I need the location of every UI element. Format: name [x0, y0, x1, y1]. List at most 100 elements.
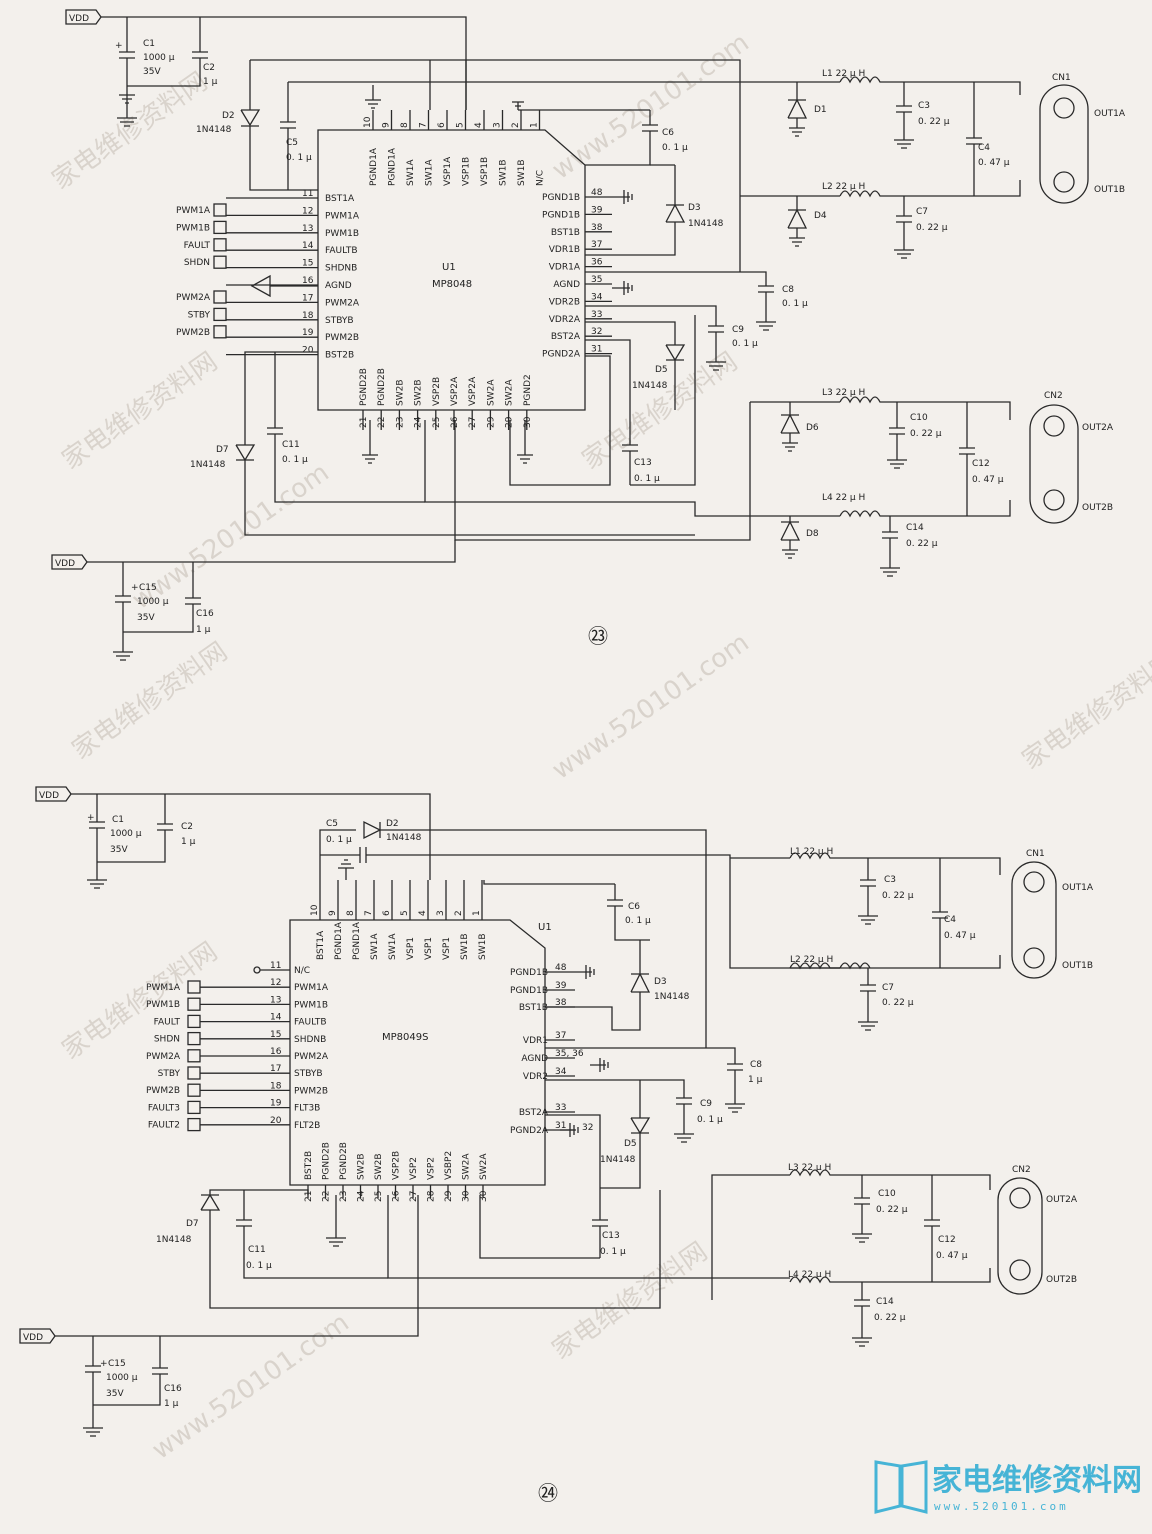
- c14-capacitor: [880, 516, 900, 577]
- pin-number: 6: [437, 122, 447, 128]
- svg-text:+: +: [131, 583, 139, 593]
- c3-label: C3: [884, 875, 896, 885]
- c4-label: C4: [978, 143, 990, 153]
- c16-value: 1 μ: [164, 1399, 179, 1409]
- pin-label: SW2B: [395, 379, 405, 406]
- out2b-label: OUT2B: [1082, 503, 1113, 513]
- c5-label: C5: [326, 819, 338, 829]
- pin-number: 5: [456, 122, 466, 128]
- c7-value: 0. 22 μ: [882, 998, 914, 1008]
- pin-label: VSP2B: [392, 1151, 402, 1180]
- pin-number: 5: [400, 910, 410, 916]
- c5-value: 0. 1 μ: [326, 835, 352, 845]
- pin-number: 37: [591, 240, 602, 250]
- vdd-flag: [51, 554, 88, 570]
- figure-24: VDD + C1 1000 μ 35V C2 1 μ D2 1N4148 C5 …: [19, 786, 1094, 1505]
- c3-value: 0. 22 μ: [882, 891, 914, 901]
- pin-number: 3: [493, 122, 503, 128]
- input-label: SHDN: [184, 258, 210, 268]
- c11-label: C11: [248, 1245, 266, 1255]
- pin-number: 22: [322, 1191, 332, 1202]
- c9-value: 0. 1 μ: [697, 1115, 723, 1125]
- l1-inductor: [730, 852, 1001, 875]
- pin-number: 27: [468, 417, 478, 428]
- pin-number: 10: [310, 904, 320, 916]
- watermark-text: 家电维修资料网: [1017, 647, 1152, 776]
- pin-number: 27: [409, 1191, 419, 1202]
- ic-right-pins: 48PGND1B39PGND1B38BST1B37VDR1B36VDR1A35A…: [542, 188, 612, 360]
- input-label: STBY: [158, 1069, 181, 1079]
- d8-diode: [780, 516, 801, 559]
- l3-inductor: [711, 1169, 991, 1300]
- pin-label: BST1A: [325, 194, 355, 204]
- figure-number: ㉔: [538, 1481, 558, 1505]
- watermark-text: 家电维修资料网: [547, 1237, 713, 1366]
- svg-text:+: +: [115, 41, 123, 51]
- pin-number: 21: [359, 417, 369, 428]
- ic-u1-part: MP8048: [432, 279, 472, 290]
- d3-diode: [545, 940, 651, 1031]
- d2-part: 1N4148: [196, 125, 232, 135]
- input-label: PWM2B: [146, 1086, 180, 1096]
- c8-capacitor: [545, 1047, 745, 1113]
- out2b-label: OUT2B: [1046, 1275, 1077, 1285]
- watermark-text: www.520101.com: [547, 628, 755, 786]
- pin-label: PGND1A: [352, 921, 362, 960]
- c8-value: 1 μ: [748, 1075, 763, 1085]
- l1-inductor: [782, 76, 1021, 95]
- c13-value: 0. 1 μ: [634, 474, 660, 484]
- ground-icon: [365, 85, 381, 109]
- d5-part: 1N4148: [632, 381, 668, 391]
- pin-label: PGND1A: [369, 147, 379, 186]
- pin-label: VSP1: [424, 937, 434, 960]
- ground-icon: [560, 1123, 579, 1137]
- input-label: PWM2A: [176, 293, 211, 303]
- wire: [454, 402, 751, 541]
- pin-label: SW1A: [406, 159, 416, 186]
- out1a-terminal: [1023, 871, 1045, 893]
- pin-label: PWM1A: [325, 211, 360, 221]
- c2-capacitor: [127, 17, 208, 87]
- input-label: PWM2B: [176, 328, 210, 338]
- l2-label: L2 22 μ H: [790, 955, 833, 965]
- pin-number: 39: [591, 205, 603, 215]
- d7-diode: [235, 351, 695, 536]
- l3-inductor: [750, 396, 1011, 420]
- pin-number: 33: [591, 310, 602, 320]
- pin-label: PGND2: [523, 374, 533, 406]
- d5-diode: [600, 1080, 651, 1189]
- input-terminal: [187, 980, 201, 994]
- svg-text:+: +: [100, 1359, 108, 1369]
- out2b-terminal: [1043, 489, 1065, 511]
- pin-number: 2: [511, 122, 521, 128]
- nc-terminal: [253, 966, 261, 974]
- l3-label: L3 22 μ H: [788, 1163, 831, 1173]
- ic-u1-body: [289, 919, 546, 1186]
- c15-capacitor: [113, 562, 133, 661]
- pin-label: PGND2A: [510, 1126, 549, 1136]
- c4-capacitor: [966, 82, 982, 196]
- input-terminal: [187, 1049, 201, 1063]
- out2b-terminal: [1009, 1259, 1031, 1281]
- c16-value: 1 μ: [196, 625, 211, 635]
- input-terminal: [213, 220, 227, 235]
- pin-label: PGND1A: [334, 921, 344, 960]
- brand-url: www.520101.com: [934, 1500, 1069, 1513]
- input-terminal: [213, 238, 227, 252]
- pin-label: VSBP2: [444, 1151, 454, 1180]
- c10-label: C10: [878, 1189, 896, 1199]
- input-terminal: [187, 1083, 201, 1097]
- pin-label: VDR1: [523, 1036, 548, 1046]
- pin-number: 1: [472, 910, 482, 916]
- vdd-flag: [35, 786, 72, 802]
- pin-label: SW1B: [517, 159, 527, 186]
- c13-capacitor: [585, 339, 638, 485]
- d2-diode: [319, 820, 707, 1048]
- c3-capacitor: [858, 858, 878, 925]
- input-label: PWM2A: [146, 1052, 181, 1062]
- pin-number: 15: [270, 1030, 281, 1040]
- c2-value: 1 μ: [203, 77, 218, 87]
- pin-number: 19: [302, 328, 314, 338]
